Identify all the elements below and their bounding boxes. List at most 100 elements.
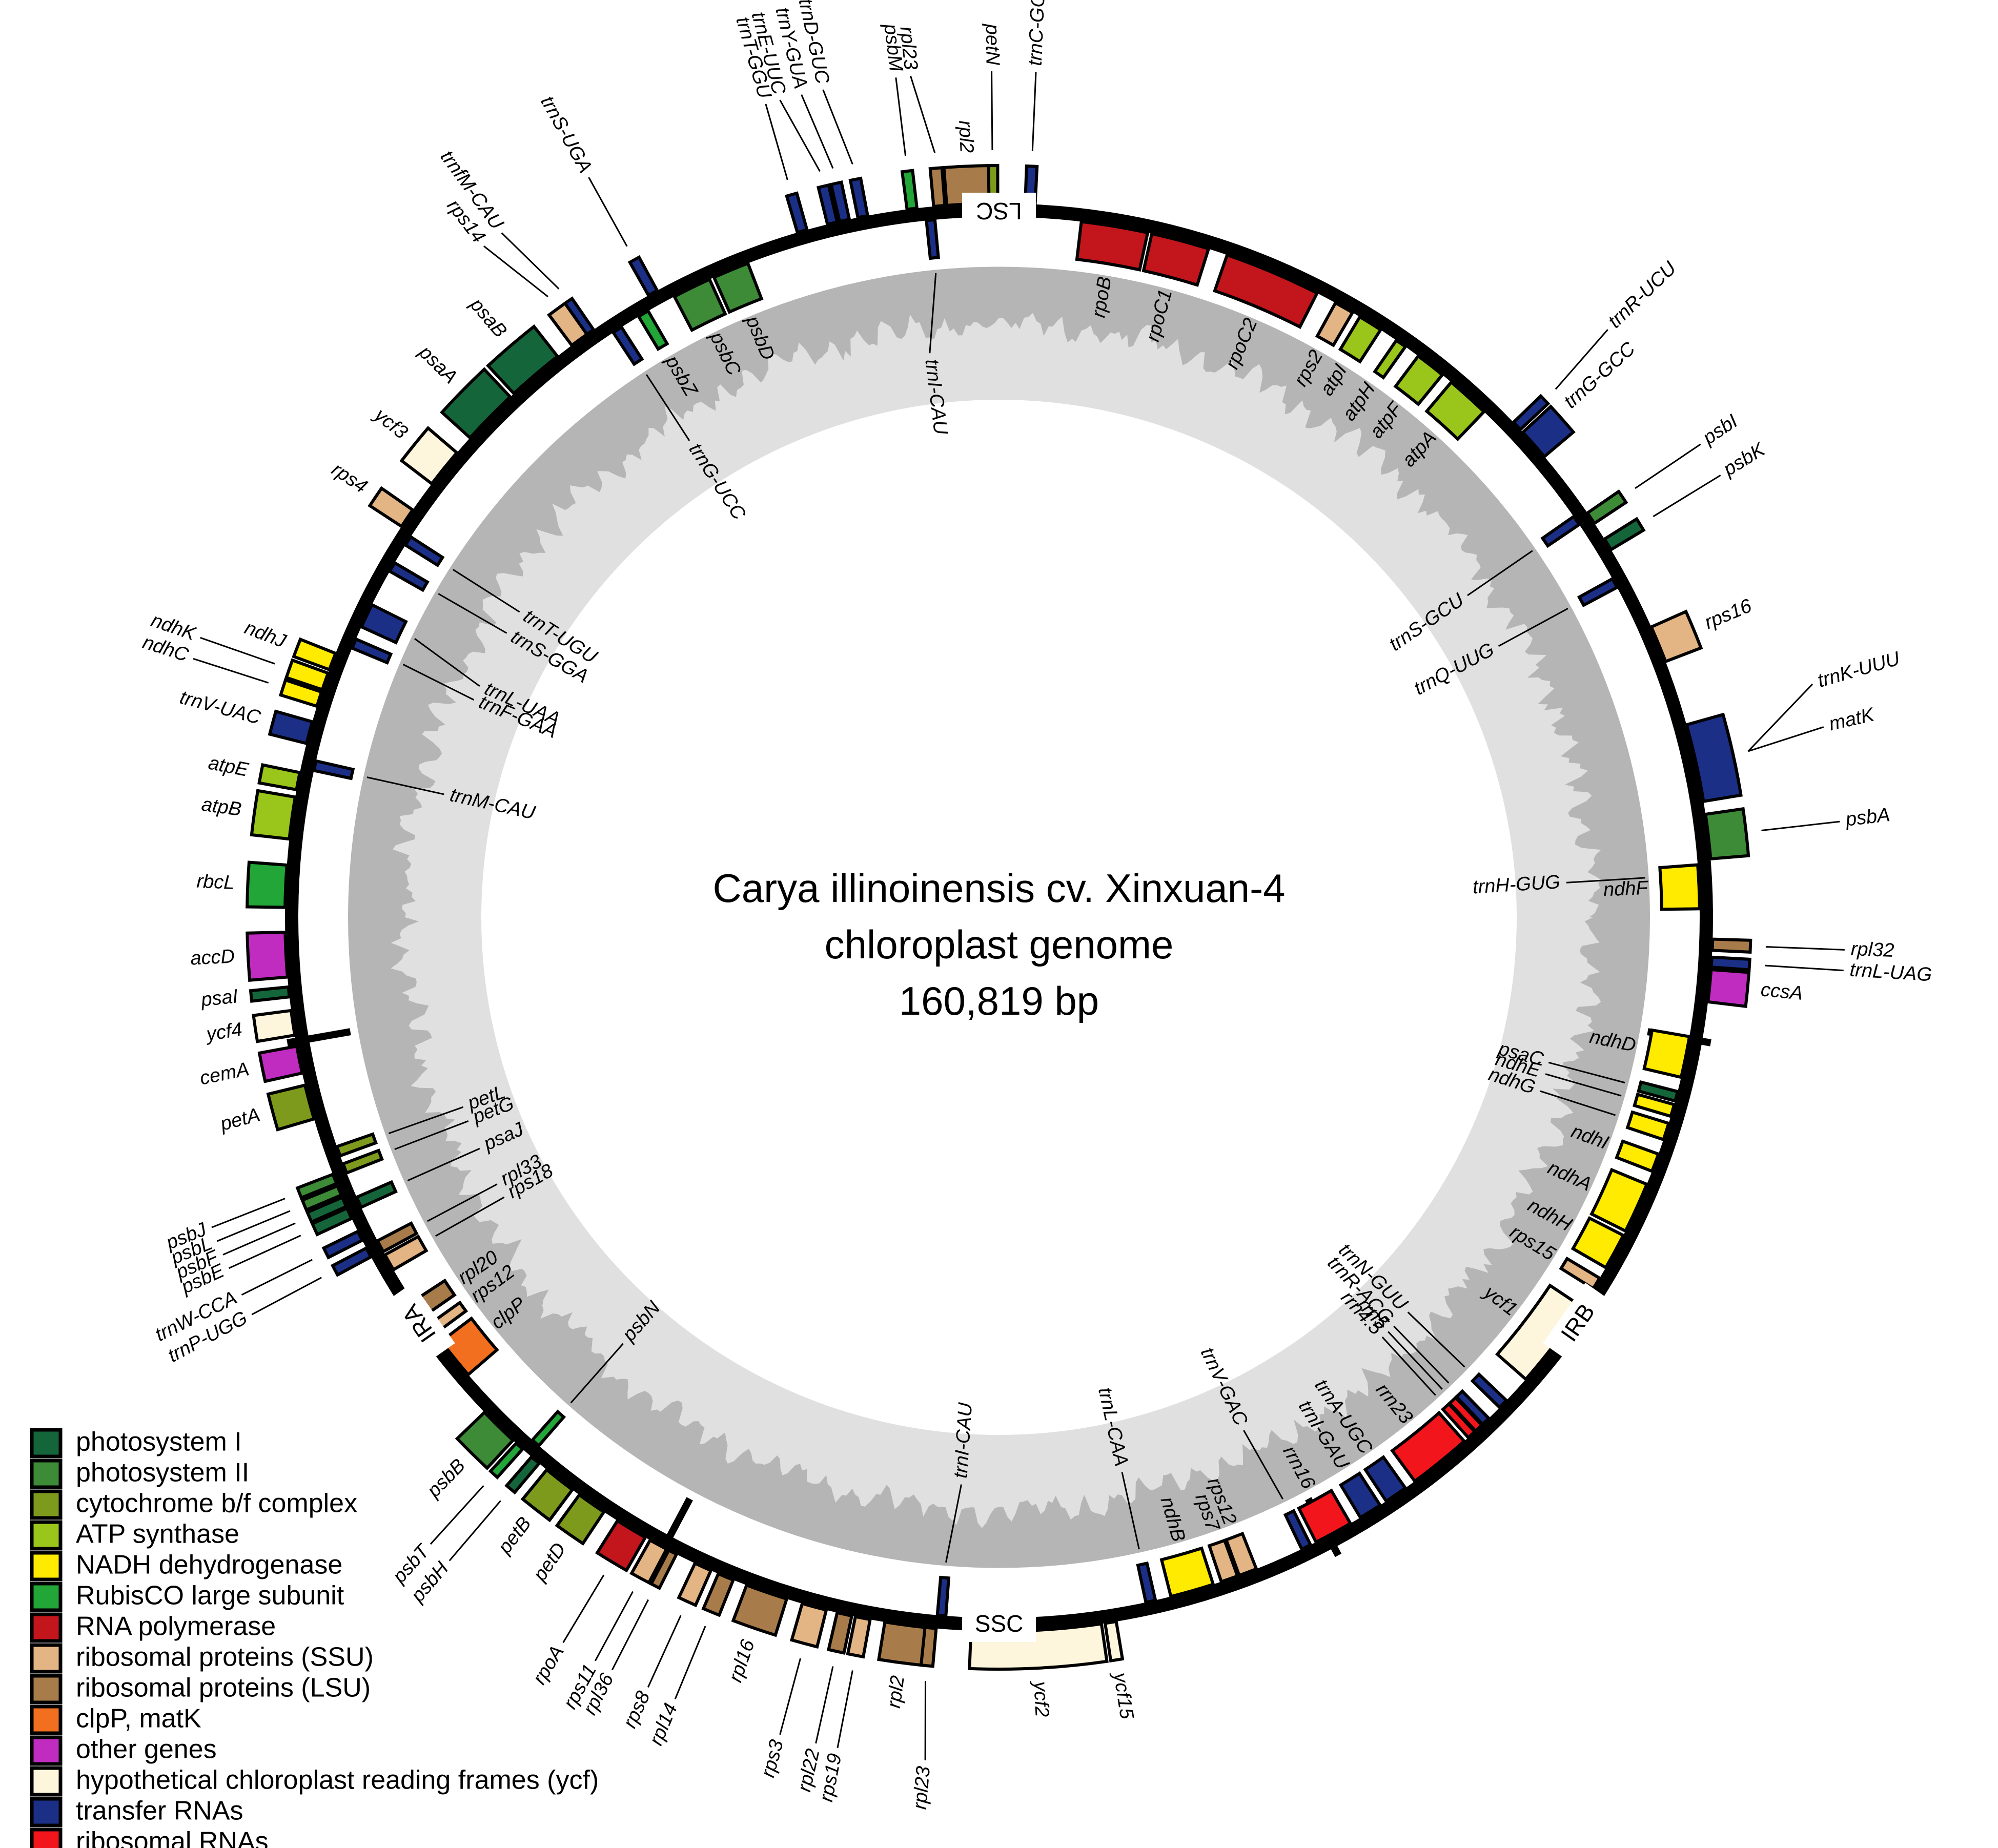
gene-feature-rpl23[interactable] — [928, 166, 947, 209]
gene-feature-petL[interactable] — [335, 1132, 378, 1158]
gene-feature-psbD[interactable] — [712, 261, 764, 314]
gene-feature-rpl33[interactable] — [375, 1221, 419, 1254]
gene-feature-trnV-UAC[interactable] — [268, 709, 315, 746]
gene-feature-trnI-GAU[interactable] — [1338, 1471, 1382, 1520]
gene-feature-trnY-GUA[interactable] — [829, 180, 851, 223]
gene-feature-trnS-GGA[interactable] — [388, 561, 430, 592]
gene-feature-psaI[interactable] — [249, 985, 291, 1003]
gene-feature-petG[interactable] — [341, 1148, 384, 1175]
gene-feature-rps15[interactable] — [1559, 1256, 1602, 1291]
gene-feature-atpI[interactable] — [1338, 315, 1383, 364]
gene-feature-psbN[interactable] — [530, 1409, 566, 1448]
gene-feature-trnQ-UUG[interactable] — [1577, 577, 1619, 608]
gene-feature-atpE[interactable] — [257, 763, 302, 792]
gene-feature-psbB[interactable] — [455, 1410, 515, 1470]
gene-feature-rrn5[interactable] — [1447, 1395, 1484, 1433]
gene-feature-trnL-CAA[interactable] — [1136, 1561, 1157, 1605]
gene-feature-trnS-UGA[interactable] — [627, 255, 660, 298]
gene-feature-petB[interactable] — [520, 1467, 575, 1523]
gene-feature-ndhG[interactable] — [1625, 1110, 1671, 1142]
gene-feature-psbI[interactable] — [1585, 489, 1628, 526]
gene-feature-psbM[interactable] — [900, 169, 919, 211]
gene-feature-rbcL[interactable] — [246, 860, 289, 909]
gene-feature-trnT-GGU[interactable] — [785, 191, 809, 235]
gene-feature-rpl36[interactable] — [649, 1548, 679, 1590]
gene-feature-clpP[interactable] — [439, 1316, 499, 1377]
gene-feature-psaC[interactable] — [1637, 1080, 1680, 1103]
gene-feature-rps12[interactable] — [1224, 1531, 1259, 1577]
gene-feature-trnG-GCC[interactable] — [1520, 404, 1576, 459]
gene-feature-rrn4.5[interactable] — [1440, 1402, 1477, 1440]
gene-feature-psbT[interactable] — [488, 1441, 525, 1480]
gene-feature-rrn16[interactable] — [1296, 1488, 1353, 1545]
gene-feature-ndhE[interactable] — [1633, 1092, 1676, 1118]
gene-feature-trnT-UGU[interactable] — [403, 535, 445, 568]
gene-feature-trnI-CAU[interactable] — [935, 1575, 951, 1618]
gene-feature-rps14[interactable] — [547, 301, 589, 348]
gene-feature-psbE[interactable] — [310, 1206, 354, 1237]
gene-feature-trnD-GUC[interactable] — [848, 176, 870, 220]
gene-feature-trnE-UUC[interactable] — [816, 183, 839, 227]
gene-feature-psbA[interactable] — [1704, 807, 1750, 861]
gene-feature-rps4[interactable] — [368, 486, 415, 529]
gene-feature-petA[interactable] — [266, 1083, 316, 1132]
gene-feature-trnP-UGG[interactable] — [330, 1246, 373, 1277]
gene-feature-ycf15[interactable] — [1103, 1619, 1125, 1663]
gene-feature-trnL-UAG[interactable] — [1709, 955, 1751, 972]
gene-feature-trnF-GAA[interactable] — [350, 637, 393, 665]
gene-feature-psbJ[interactable] — [295, 1172, 339, 1200]
gene-feature-ycf3[interactable] — [399, 426, 459, 486]
gene-feature-psaB[interactable] — [486, 324, 560, 396]
gene-feature-rpl32[interactable] — [1710, 937, 1752, 954]
gene-feature-psbC[interactable] — [672, 277, 727, 333]
gene-feature-rpoA[interactable] — [595, 1518, 647, 1573]
gene-feature-psaJ[interactable] — [354, 1180, 398, 1209]
gene-feature-ndhK[interactable] — [284, 658, 330, 692]
gene-feature-rrn23[interactable] — [1390, 1410, 1466, 1484]
gene-feature-rpoC1[interactable] — [1141, 232, 1211, 287]
gene-feature-trnK-UUU[interactable] — [1684, 712, 1743, 804]
gene-feature-trnG-UCC[interactable] — [611, 325, 644, 366]
gene-feature-rpl22[interactable] — [826, 1611, 854, 1655]
gene-feature-petD[interactable] — [555, 1492, 606, 1546]
gene-feature-trnI-CAU[interactable] — [925, 218, 940, 260]
gene-feature-ndhH[interactable] — [1571, 1216, 1626, 1270]
gene-feature-psbK[interactable] — [1602, 517, 1646, 552]
gene-feature-cemA[interactable] — [257, 1044, 304, 1083]
gene-feature-rps7[interactable] — [1207, 1538, 1240, 1584]
gene-feature-trnR-UCU[interactable] — [1511, 394, 1551, 432]
gene-feature-trnR-ACG[interactable] — [1454, 1389, 1491, 1427]
gene-feature-psbZ[interactable] — [636, 309, 669, 352]
gene-feature-trnL-UAA[interactable] — [359, 603, 408, 645]
gene-feature-psbL[interactable] — [300, 1184, 343, 1212]
gene-feature-rps2[interactable] — [1315, 300, 1355, 347]
gene-feature-rps18[interactable] — [383, 1234, 429, 1272]
gene-feature-trnM-CAU[interactable] — [312, 759, 355, 781]
gene-feature-trnW-CCA[interactable] — [321, 1229, 364, 1260]
gene-feature-psbH[interactable] — [504, 1454, 541, 1495]
gene-feature-rpoB[interactable] — [1075, 220, 1150, 272]
gene-feature-rpl14[interactable] — [701, 1571, 736, 1617]
gene-feature-accD[interactable] — [246, 931, 290, 982]
gene-feature-ndhJ[interactable] — [292, 637, 338, 672]
gene-feature-psaA[interactable] — [440, 367, 513, 440]
gene-feature-trnV-GAC[interactable] — [1283, 1509, 1313, 1551]
gene-feature-rpoC2[interactable] — [1213, 253, 1319, 329]
gene-feature-ycf4[interactable] — [252, 1009, 297, 1043]
gene-feature-atpF[interactable] — [1393, 354, 1445, 406]
gene-feature-atpH[interactable] — [1373, 338, 1408, 380]
gene-feature-trnS-GCU[interactable] — [1540, 514, 1582, 548]
gene-feature-psbF[interactable] — [305, 1195, 349, 1224]
gene-feature-ndhB[interactable] — [1159, 1546, 1215, 1598]
gene-feature-atpA[interactable] — [1424, 380, 1486, 442]
gene-feature-ndhF[interactable] — [1658, 863, 1701, 911]
gene-feature-rpl23[interactable] — [919, 1626, 938, 1668]
gene-feature-ndhI[interactable] — [1615, 1139, 1661, 1174]
gene-feature-ndhD[interactable] — [1642, 1028, 1691, 1079]
gene-feature-rps16[interactable] — [1649, 609, 1703, 664]
gene-feature-ccsA[interactable] — [1706, 968, 1751, 1009]
gene-feature-rps3[interactable] — [789, 1601, 828, 1649]
gene-feature-ndhA[interactable] — [1589, 1167, 1649, 1234]
gene-feature-rps11[interactable] — [629, 1538, 669, 1585]
gene-feature-rpl2[interactable] — [877, 1620, 929, 1667]
